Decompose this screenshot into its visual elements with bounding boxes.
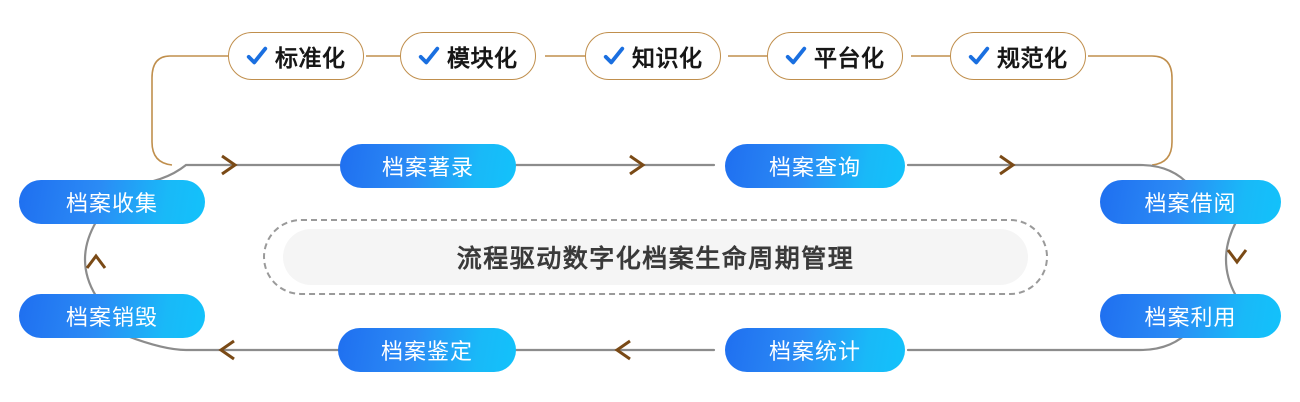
- stage-pill-dangan-jieyue[interactable]: 档案借阅: [1100, 180, 1281, 224]
- tag-label: 规范化: [997, 45, 1068, 71]
- tag-label: 平台化: [814, 45, 885, 71]
- check-icon: [418, 45, 440, 67]
- center-panel: 流程驱动数字化档案生命周期管理: [283, 229, 1028, 285]
- stage-pill-dangan-jianding[interactable]: 档案鉴定: [338, 328, 516, 372]
- stage-pill-dangan-zhulu[interactable]: 档案著录: [340, 144, 516, 188]
- center-title: 流程驱动数字化档案生命周期管理: [456, 245, 855, 273]
- flow-right: [1225, 220, 1238, 298]
- stage-pill-dangan-xiaohui[interactable]: 档案销毁: [19, 294, 205, 338]
- stage-pill-dangan-chaxun[interactable]: 档案查询: [725, 144, 905, 188]
- arrowhead-top-3: [999, 154, 1016, 176]
- arrowhead-top-1: [221, 154, 238, 176]
- arrowhead-bottom-3: [218, 339, 235, 361]
- arrowhead-bottom-2: [614, 339, 631, 361]
- stage-pill-dangan-liyong[interactable]: 档案利用: [1100, 294, 1281, 338]
- check-icon: [968, 45, 990, 67]
- tag-pill-pingtaihua[interactable]: 平台化: [767, 32, 903, 80]
- check-icon: [785, 45, 807, 67]
- tag-pill-biaozhunhua[interactable]: 标准化: [228, 32, 364, 80]
- arrowhead-right: [1226, 249, 1248, 265]
- tag-label: 知识化: [632, 45, 703, 71]
- tag-bracket-right: [1088, 55, 1173, 166]
- tag-pill-mokuaihua[interactable]: 模块化: [400, 32, 536, 80]
- tag-label: 标准化: [275, 45, 346, 71]
- tag-bracket-left: [151, 55, 228, 166]
- check-icon: [603, 45, 625, 67]
- check-icon: [246, 45, 268, 67]
- tag-pill-zhishihua[interactable]: 知识化: [585, 32, 721, 80]
- stage-pill-dangan-shouji[interactable]: 档案收集: [19, 180, 205, 224]
- center-dashed-capsule: [263, 219, 1048, 295]
- stage-pill-dangan-tongji[interactable]: 档案统计: [725, 328, 905, 372]
- arrowhead-top-2: [629, 154, 646, 176]
- tag-label: 模块化: [447, 45, 518, 71]
- arrowhead-left: [85, 253, 107, 269]
- tag-pill-guifanhua[interactable]: 规范化: [950, 32, 1086, 80]
- flow-left: [83, 220, 98, 298]
